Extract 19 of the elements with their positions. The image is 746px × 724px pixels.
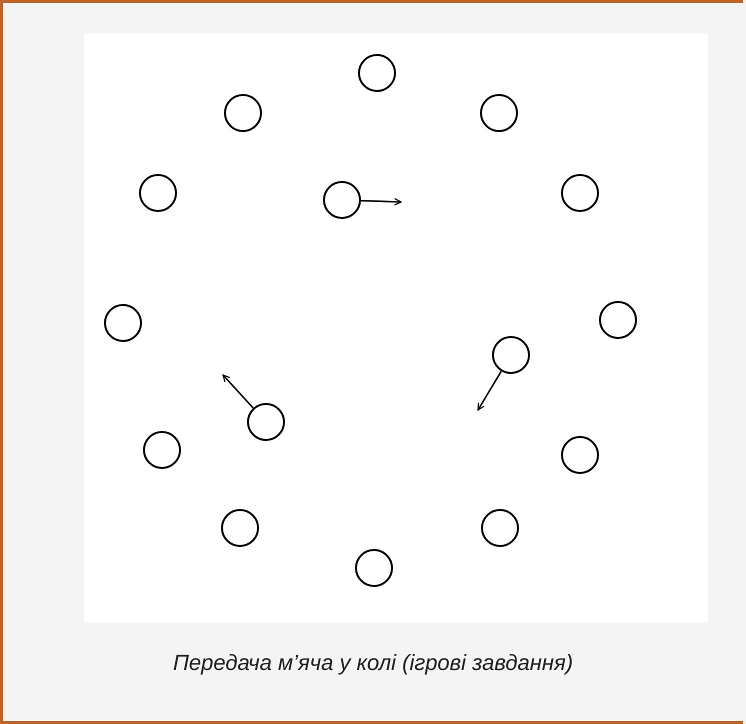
player-circle xyxy=(358,54,396,92)
player-circle xyxy=(492,336,530,374)
arrow xyxy=(360,198,402,206)
player-circle xyxy=(480,94,518,132)
player-circle xyxy=(224,94,262,132)
player-circle xyxy=(221,509,259,547)
player-circle xyxy=(355,549,393,587)
player-circle xyxy=(247,403,285,441)
player-circle xyxy=(104,304,142,342)
arrow xyxy=(477,370,502,411)
player-circle xyxy=(561,174,599,212)
player-circle xyxy=(599,301,637,339)
player-circle xyxy=(481,509,519,547)
arrow xyxy=(222,374,254,409)
player-circle xyxy=(323,181,361,219)
player-circle xyxy=(143,431,181,469)
player-circle xyxy=(561,436,599,474)
player-circle xyxy=(139,174,177,212)
caption: Передача м’яча у колі (ігрові завдання) xyxy=(172,650,574,675)
